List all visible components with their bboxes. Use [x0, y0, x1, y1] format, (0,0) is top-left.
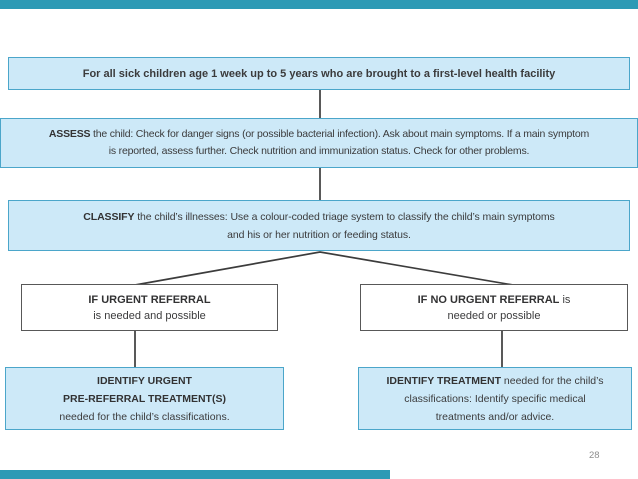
- assess-body: the child: Check for danger signs (or po…: [90, 127, 590, 140]
- node-classify-line1: CLASSIFY the child’s illnesses: Use a co…: [83, 208, 555, 226]
- node-identify-urgent-treatment: IDENTIFY URGENT PRE-REFERRAL TREATMENT(S…: [5, 367, 284, 430]
- page-number: 28: [589, 450, 600, 461]
- node-identify-treatment-line3: treatments and/or advice.: [435, 410, 555, 423]
- node-identify-treatment-line2: classifications: Identify specific medic…: [404, 392, 586, 405]
- urgent-keyword: IF URGENT REFERRAL: [88, 293, 211, 306]
- node-assess-line2: is reported, assess further. Check nutri…: [108, 145, 530, 157]
- node-assess: ASSESS the child: Check for danger signs…: [0, 118, 638, 168]
- identify-treatment-keyword: IDENTIFY TREATMENT: [386, 374, 501, 387]
- no-urgent-keyword: IF NO URGENT REFERRAL: [417, 293, 560, 306]
- classify-body: the child’s illnesses: Use a colour-code…: [134, 210, 555, 223]
- no-urgent-body: is: [559, 293, 571, 306]
- node-title: For all sick children age 1 week up to 5…: [8, 57, 630, 90]
- node-no-urgent-referral: IF NO URGENT REFERRAL is needed or possi…: [360, 284, 628, 331]
- connector-fork: [134, 251, 514, 286]
- identify-urgent-keyword-2: PRE-REFERRAL TREATMENT(S): [63, 392, 226, 405]
- identify-urgent-keyword-1: IDENTIFY URGENT: [97, 374, 192, 387]
- node-urgent-line1: IF URGENT REFERRAL: [88, 292, 210, 308]
- node-classify: CLASSIFY the child’s illnesses: Use a co…: [8, 200, 630, 251]
- node-assess-line1: ASSESS the child: Check for danger signs…: [49, 126, 589, 144]
- top-accent-bar: [0, 0, 638, 9]
- node-title-text: For all sick children age 1 week up to 5…: [82, 67, 556, 80]
- identify-treatment-body: needed for the child’s: [500, 374, 604, 387]
- node-identify-urgent-line1: IDENTIFY URGENT: [97, 372, 192, 390]
- node-identify-treatment-line1: IDENTIFY TREATMENT needed for the child’…: [386, 372, 603, 390]
- node-urgent-line2: is needed and possible: [93, 309, 206, 322]
- node-identify-urgent-line3: needed for the child’s classifications.: [59, 410, 230, 423]
- bottom-accent-bar: [0, 470, 390, 479]
- node-urgent-referral: IF URGENT REFERRAL is needed and possibl…: [21, 284, 278, 331]
- node-no-urgent-line2: needed or possible: [447, 309, 541, 322]
- node-identify-urgent-line2: PRE-REFERRAL TREATMENT(S): [63, 390, 226, 408]
- node-no-urgent-line1: IF NO URGENT REFERRAL is: [418, 292, 571, 308]
- node-identify-treatment: IDENTIFY TREATMENT needed for the child’…: [358, 367, 632, 430]
- node-classify-line2: and his or her nutrition or feeding stat…: [227, 228, 411, 241]
- classify-keyword: CLASSIFY: [83, 210, 135, 223]
- assess-keyword: ASSESS: [48, 127, 91, 140]
